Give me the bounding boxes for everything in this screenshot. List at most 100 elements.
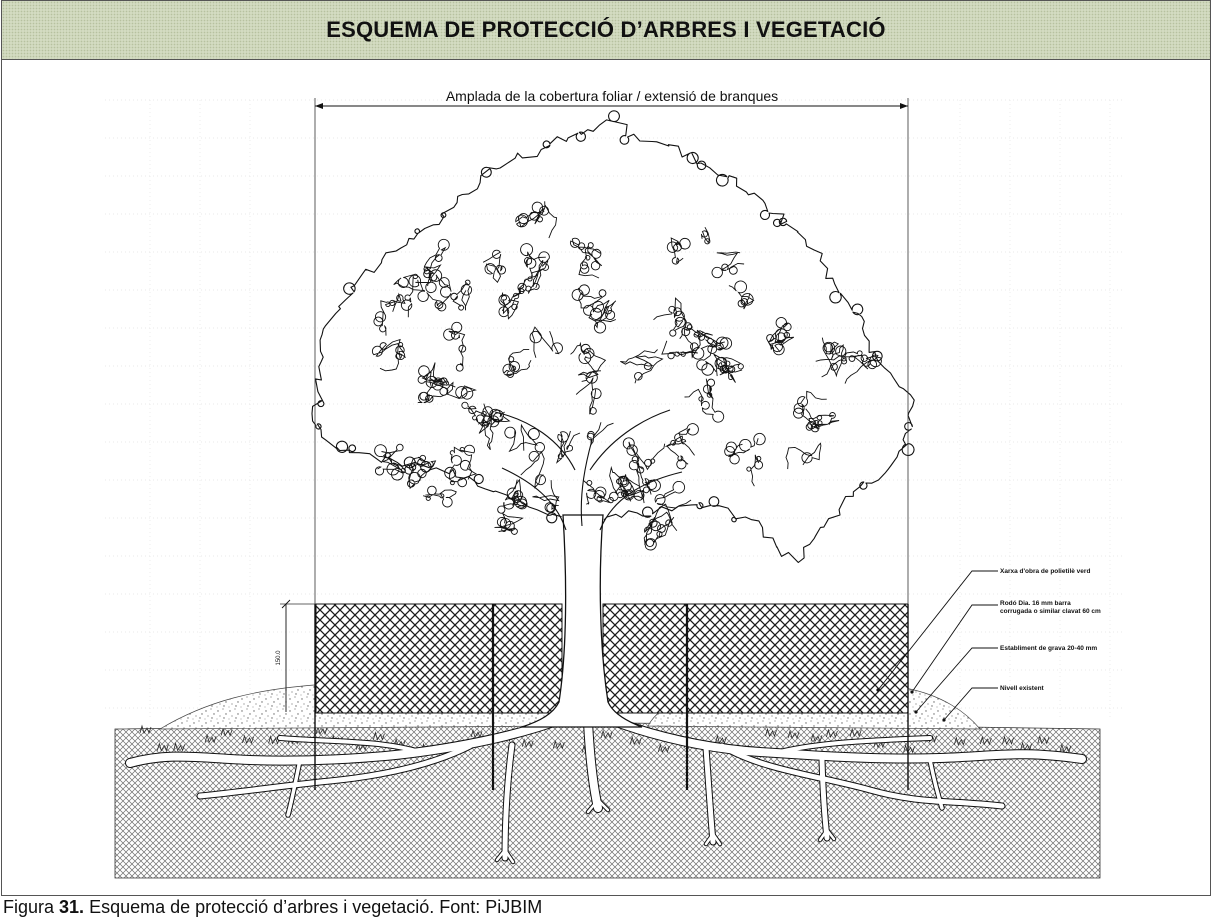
grass-tuft: [629, 735, 642, 746]
leader-dot: [910, 690, 914, 694]
foliage-clump: [666, 237, 691, 265]
foliage-clump: [821, 337, 844, 378]
foliage-clump: [661, 340, 698, 360]
foliage-clump: [578, 343, 607, 384]
foliage-clump: [393, 273, 425, 318]
title-bar: ESQUEMA DE PROTECCIÓ D’ARBRES I VEGETACI…: [2, 1, 1210, 60]
tree-protection-diagram: Amplada de la cobertura foliar / extensi…: [105, 88, 1125, 879]
foliage-clump: [643, 511, 678, 551]
annotation-mesh: Xarxa d'obra de polietilè verd: [1000, 568, 1090, 575]
foliage-clump: [711, 251, 745, 279]
foliage-clump: [520, 243, 546, 289]
foliage-clump: [494, 512, 524, 535]
foliage-clump: [534, 201, 558, 239]
grass-tuft: [242, 734, 254, 745]
foliage-clump: [374, 443, 414, 481]
foliage-clump: [415, 238, 450, 294]
grass-tuft: [979, 735, 992, 746]
grass-tuft: [903, 743, 915, 754]
foliage-clump: [417, 371, 449, 404]
root: [495, 848, 515, 864]
caption-figure-number: 31.: [59, 897, 85, 917]
foliage-clump: [532, 480, 560, 513]
grass-tuft: [268, 735, 280, 745]
figure-frame: ESQUEMA DE PROTECCIÓ D’ARBRES I VEGETACI…: [1, 0, 1211, 896]
root: [586, 798, 610, 814]
foliage-clump: [645, 503, 675, 547]
foliage-clump: [766, 317, 795, 356]
foliage-clump: [498, 287, 525, 320]
root: [502, 742, 515, 861]
root: [197, 743, 473, 799]
foliage-clump: [570, 341, 602, 379]
background-grid: [105, 99, 1125, 720]
foliage-clump: [700, 226, 711, 245]
fence-height-label: 150.0: [276, 650, 282, 666]
foliage-clump: [728, 280, 755, 310]
foliage-clump: [569, 237, 603, 279]
grass-tuft: [765, 727, 777, 738]
foliage-clump: [616, 478, 650, 504]
foliage-clump: [529, 326, 563, 358]
grass-tuft: [657, 743, 670, 754]
mesh-panel-left: [315, 603, 563, 714]
caption-prefix: Figura: [3, 897, 60, 917]
foliage-clump: [724, 432, 766, 465]
foliage-clump: [590, 300, 617, 334]
foliage-clump: [666, 439, 695, 470]
mesh-panel-right: [602, 603, 909, 714]
leader-line: [943, 687, 998, 721]
grass-tuft: [849, 727, 862, 738]
leader-dot: [876, 688, 880, 692]
dimension-tick: [281, 599, 291, 609]
grass-tuft: [1020, 741, 1032, 752]
grass-tuft: [1002, 735, 1014, 746]
grass-tuft: [139, 724, 152, 735]
grass-tuft: [600, 729, 613, 740]
foliage-clump: [502, 348, 532, 378]
grass-tuft: [470, 728, 483, 739]
root: [928, 758, 944, 810]
protection-fence: [314, 603, 909, 790]
foliage-clump: [622, 437, 666, 471]
annotation-post-line2: corrugada o similar clavat 60 cm: [1000, 608, 1101, 615]
foliage-clump: [373, 292, 406, 336]
grass-tuft: [373, 731, 385, 741]
foliage-clump: [443, 321, 467, 372]
annotation-leaders: [876, 570, 998, 722]
foliage-clump: [653, 305, 682, 321]
figure-caption: Figura 31. Esquema de protecció d’arbres…: [3, 897, 542, 917]
foliage-clump: [575, 377, 602, 415]
grass-tuft: [1059, 743, 1072, 753]
root: [719, 743, 1005, 809]
branch: [494, 411, 576, 471]
grass-tuft: [787, 729, 800, 740]
foliage-clump: [482, 249, 506, 283]
grass-tuft: [521, 738, 534, 748]
root-system: [125, 713, 1087, 865]
branch: [580, 439, 593, 527]
foliage-clump: [609, 465, 640, 502]
leader-dot: [942, 718, 946, 722]
foliage-clump: [408, 268, 452, 312]
foliage-clump: [520, 442, 546, 489]
foliage-clump: [654, 481, 692, 509]
leader-line: [915, 647, 998, 713]
foliage-clump: [583, 299, 610, 325]
foliage-clump: [746, 454, 764, 487]
root: [126, 714, 569, 767]
grass-tuft: [810, 732, 823, 743]
grass-tuft: [220, 727, 233, 737]
foliage-clump: [444, 444, 478, 488]
figure-title: ESQUEMA DE PROTECCIÓ D’ARBRES I VEGETACI…: [326, 17, 886, 42]
annotation-post-line1: Rodó Dia. 16 mm barra: [1000, 600, 1071, 607]
grass-tuft: [715, 734, 727, 745]
canopy-width-label: Amplada de la cobertura foliar / extensi…: [446, 88, 778, 104]
foliage-clump: [407, 454, 437, 490]
tree-canopy: [311, 110, 915, 564]
foliage-clump: [669, 297, 691, 339]
foliage-clump: [571, 284, 607, 313]
foliage-clump: [461, 401, 511, 428]
foliage-clump: [423, 485, 457, 508]
branch: [501, 467, 567, 531]
